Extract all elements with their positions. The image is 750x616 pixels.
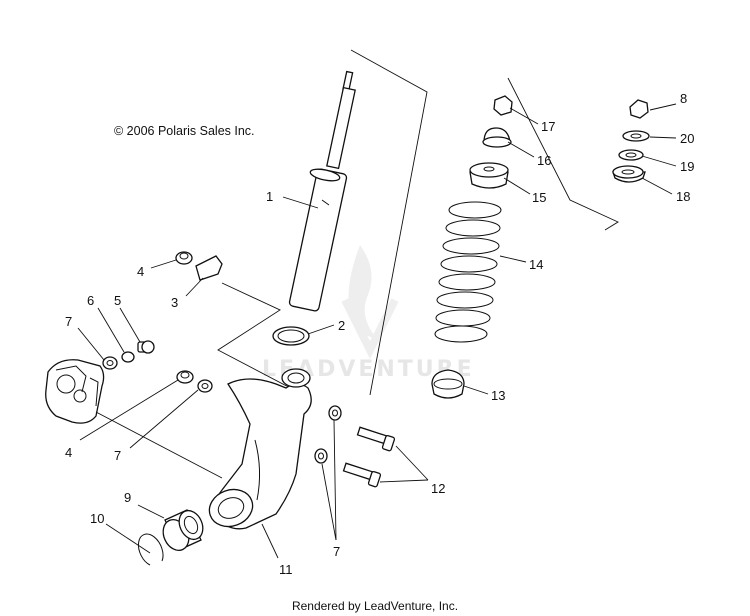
steering-knuckle (208, 368, 312, 530)
copyright-text: © 2006 Polaris Sales Inc. (114, 124, 255, 138)
flat-washer-lower (314, 448, 328, 464)
callout-18: 18 (676, 189, 690, 204)
callout-6: 6 (87, 293, 94, 308)
flat-washer-upper (328, 405, 342, 421)
leader-3 (185, 277, 204, 297)
leader-4a (150, 259, 177, 269)
upper-cup (482, 127, 512, 148)
leader-12b (379, 479, 429, 483)
callout-3: 3 (171, 295, 178, 310)
leader-8 (649, 103, 677, 111)
leader-7c-upper (333, 419, 337, 541)
callout-7-caliper: 7 (65, 314, 72, 329)
callout-4-lower: 4 (65, 445, 72, 460)
top-nut-mount (629, 99, 649, 119)
leader-17 (509, 107, 539, 125)
leader-10 (105, 523, 151, 554)
leader-5 (119, 307, 141, 343)
leader-7a (77, 327, 105, 361)
knuckle-bolt-upper (356, 426, 396, 452)
callout-7-knuckle: 7 (114, 448, 121, 463)
callout-8: 8 (680, 91, 687, 106)
lock-washer (121, 351, 135, 363)
leader-15 (503, 177, 531, 195)
callout-7-bolts: 7 (333, 544, 340, 559)
bump-stop (431, 369, 465, 399)
flat-washer-caliper (102, 356, 118, 370)
callout-14: 14 (529, 257, 543, 272)
flat-washer-knuckle (197, 379, 213, 393)
leader-19 (641, 155, 677, 167)
leader-7c-lower (321, 463, 337, 541)
knuckle-bolt-lower (342, 462, 382, 488)
callout-10: 10 (90, 511, 104, 526)
callout-5: 5 (114, 293, 121, 308)
callout-20: 20 (680, 131, 694, 146)
coil-spring (434, 201, 502, 343)
callout-2: 2 (338, 318, 345, 333)
callout-15: 15 (532, 190, 546, 205)
mount-spacer (618, 149, 644, 161)
brake-line-clip (195, 255, 223, 281)
leader-13 (463, 385, 489, 395)
brake-caliper (45, 359, 105, 424)
mount-washer (622, 130, 650, 142)
callout-4-upper: 4 (137, 264, 144, 279)
callout-11: 11 (279, 562, 293, 577)
callout-16: 16 (537, 153, 551, 168)
leader-20 (649, 136, 677, 139)
snap-ring (137, 533, 164, 566)
leader-caliper (95, 411, 223, 479)
leader-4b (79, 379, 179, 441)
knuckle-group-bracket (217, 282, 301, 394)
leader-1 (282, 196, 319, 209)
caliper-bolt (137, 340, 155, 354)
callout-9: 9 (124, 490, 131, 505)
callout-19: 19 (680, 159, 694, 174)
leader-7b (129, 389, 199, 449)
leader-11 (261, 523, 279, 559)
spring-seat (469, 162, 509, 189)
callout-12: 12 (431, 481, 445, 496)
leader-2 (307, 324, 335, 335)
watermark-logo (341, 245, 399, 359)
callout-13: 13 (491, 388, 505, 403)
top-mount-group-bracket (507, 77, 619, 231)
top-nut-shock (493, 95, 513, 116)
shock-strut (288, 70, 356, 312)
shock-group-bracket (350, 49, 428, 396)
callout-1: 1 (266, 189, 273, 204)
callout-17: 17 (541, 119, 555, 134)
wheel-bearing (162, 509, 204, 552)
footer-credit: Rendered by LeadVenture, Inc. (292, 599, 458, 613)
leader-12a (395, 445, 429, 481)
leader-16 (507, 141, 535, 158)
leader-9 (137, 504, 165, 519)
leader-14 (499, 255, 527, 263)
nut-lower (176, 370, 194, 384)
nut-upper (175, 251, 193, 265)
leader-18 (641, 177, 673, 195)
mount-bushing (612, 165, 646, 183)
leader-6 (97, 307, 125, 353)
